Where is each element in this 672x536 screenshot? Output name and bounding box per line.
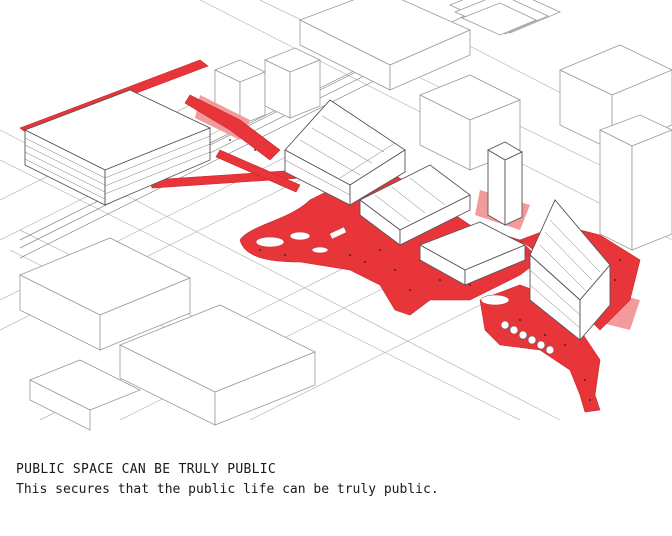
featured-buildings: [23, 89, 611, 342]
caption: PUBLIC SPACE CAN BE TRULY PUBLIC This se…: [16, 460, 656, 500]
caption-title: PUBLIC SPACE CAN BE TRULY PUBLIC: [16, 462, 277, 477]
tree-row: [500, 320, 555, 355]
background-buildings: [19, 0, 672, 431]
caption-body: This secures that the public life can be…: [16, 482, 439, 497]
axonometric-drawing: [0, 0, 672, 431]
